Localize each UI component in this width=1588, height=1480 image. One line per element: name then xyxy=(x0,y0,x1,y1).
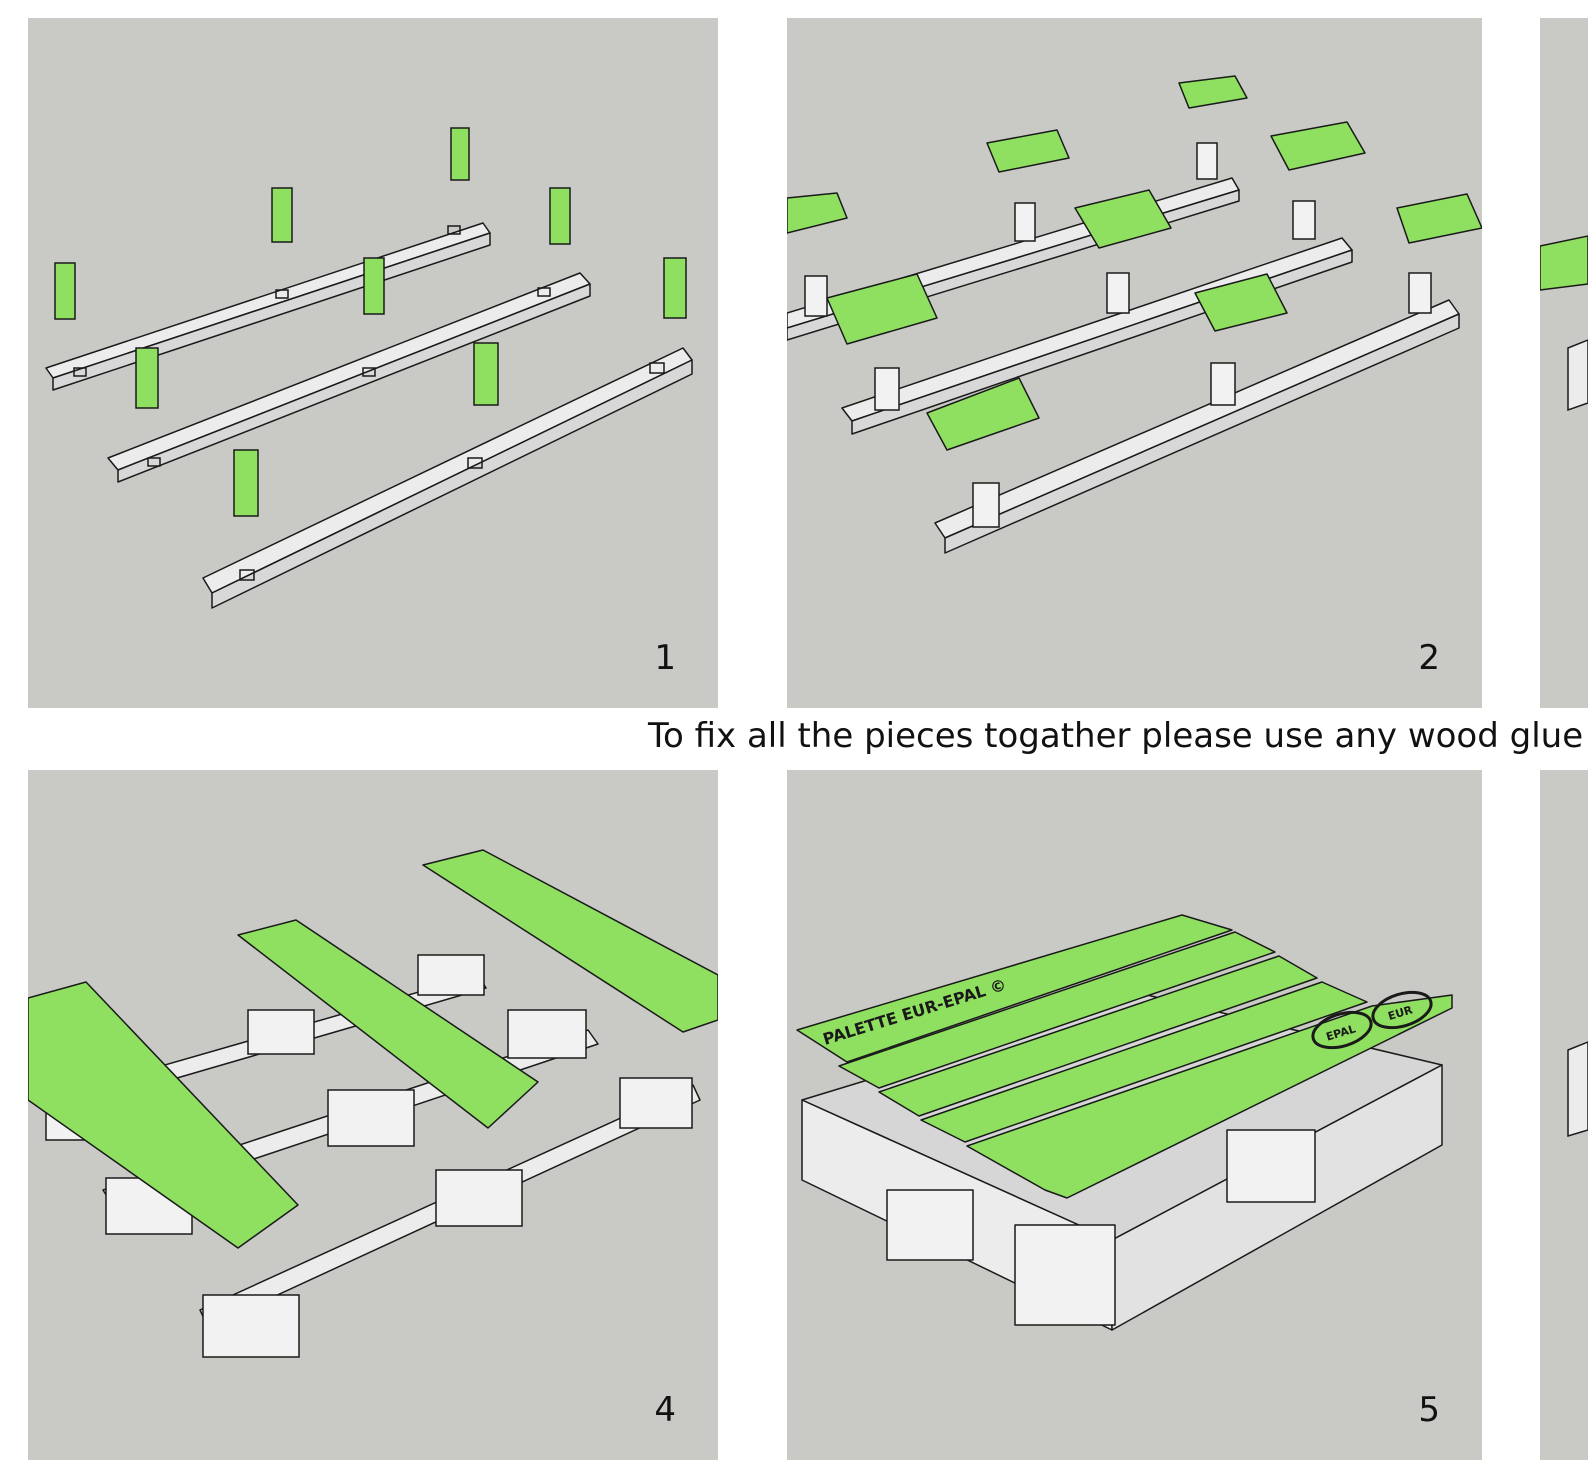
step-3-panel xyxy=(1540,18,1588,708)
green-block xyxy=(826,273,938,345)
stacked-block xyxy=(1567,339,1588,412)
glue-instruction: To fix all the pieces togather please us… xyxy=(648,716,1584,756)
green-post xyxy=(363,257,385,315)
deck-board xyxy=(796,914,1233,1063)
step-6-illustration xyxy=(1567,1041,1588,1138)
step-2-illustration xyxy=(787,75,1482,554)
green-post xyxy=(271,187,293,243)
step-number: 5 xyxy=(1418,1390,1440,1430)
post xyxy=(1210,362,1236,406)
deck-board xyxy=(838,931,1276,1089)
step-5-illustration: PALETTE EUR-EPAL © EPAL EUR xyxy=(796,914,1453,1331)
step-number: 2 xyxy=(1418,638,1440,678)
green-deck-board xyxy=(237,919,539,1129)
green-block xyxy=(926,377,1040,451)
green-block xyxy=(1074,189,1172,249)
green-block xyxy=(1178,75,1248,109)
step-3-illustration xyxy=(1540,235,1588,412)
green-block xyxy=(986,129,1070,173)
step-number: 4 xyxy=(654,1390,676,1430)
step-6-panel xyxy=(1540,770,1588,1460)
green-post xyxy=(549,187,571,245)
step-1-illustration xyxy=(45,127,693,609)
bottom-board xyxy=(202,347,693,594)
block-stack xyxy=(247,1009,315,1055)
post xyxy=(1014,202,1036,242)
post xyxy=(1196,142,1218,180)
stacked-block xyxy=(1567,1041,1588,1138)
post xyxy=(1292,200,1316,240)
green-post xyxy=(663,257,687,319)
post xyxy=(972,482,1000,528)
block-stack xyxy=(435,1169,523,1227)
deck-board xyxy=(920,981,1368,1143)
block-stack xyxy=(1226,1129,1316,1203)
step-1-panel: 1 xyxy=(28,18,718,708)
post xyxy=(804,275,828,317)
green-post xyxy=(54,262,76,320)
green-deck-board xyxy=(422,849,718,1033)
block-stack xyxy=(619,1077,693,1129)
green-block xyxy=(1270,121,1366,171)
post xyxy=(1106,272,1130,314)
deck-board xyxy=(966,994,1453,1199)
step-5-panel: PALETTE EUR-EPAL © EPAL EUR 5 xyxy=(787,770,1482,1460)
block-stack xyxy=(327,1089,415,1147)
green-block xyxy=(787,192,848,234)
block-stack xyxy=(417,954,485,996)
block-stack xyxy=(886,1189,974,1261)
step-4-illustration xyxy=(28,849,718,1358)
green-post xyxy=(135,347,159,409)
post xyxy=(874,367,900,411)
deck-board xyxy=(878,955,1318,1117)
block-stack xyxy=(507,1009,587,1059)
step-number: 1 xyxy=(654,638,676,678)
green-post xyxy=(233,449,259,517)
block-stack xyxy=(1014,1224,1116,1326)
step-2-panel: 2 xyxy=(787,18,1482,708)
green-post xyxy=(450,127,470,181)
block-stack xyxy=(202,1294,300,1358)
green-block xyxy=(1540,235,1588,291)
green-block xyxy=(1396,193,1482,244)
step-4-panel: 4 xyxy=(28,770,718,1460)
post xyxy=(1408,272,1432,314)
green-post xyxy=(473,342,499,406)
green-block xyxy=(1194,273,1288,332)
green-deck-board xyxy=(28,981,299,1249)
